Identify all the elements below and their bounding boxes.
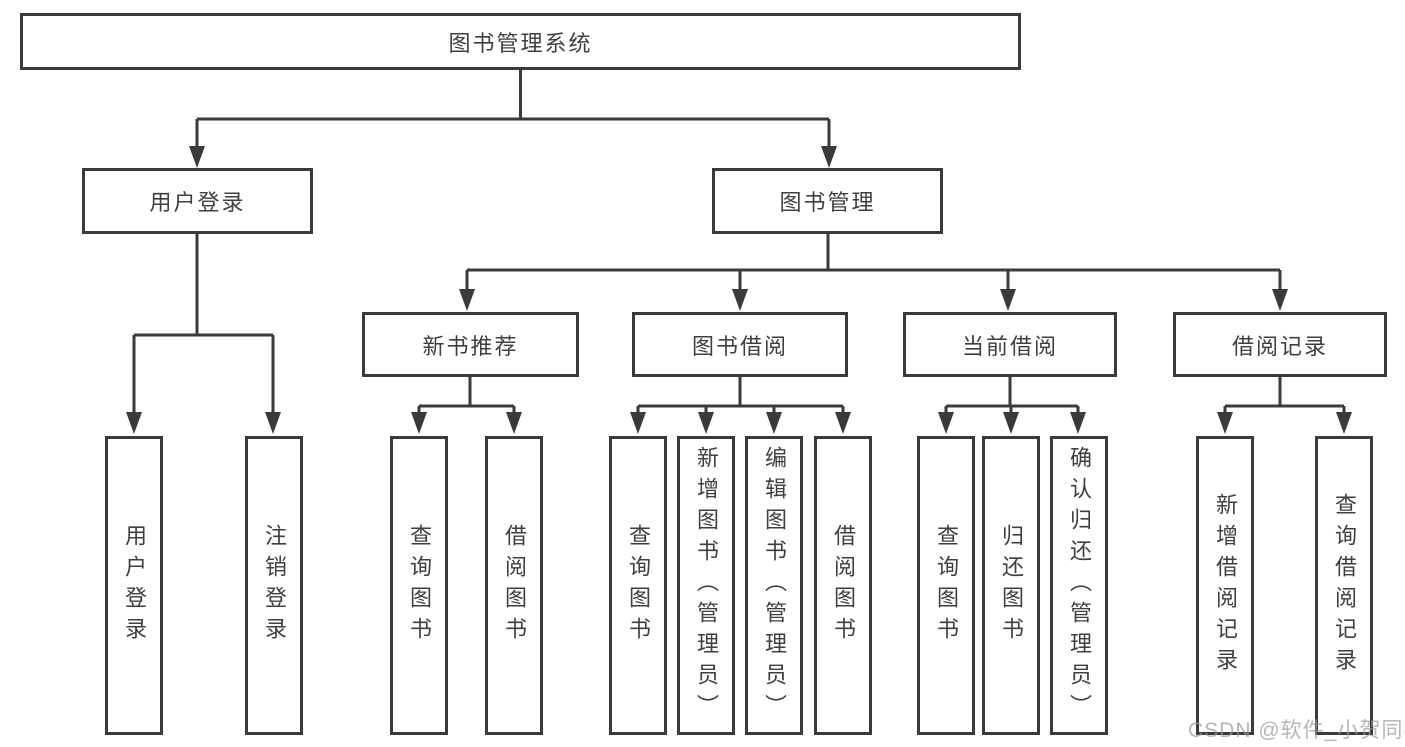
leaf-current-return-books: 归还图书	[982, 436, 1040, 735]
leaf-borrow-edit-books-admin: 编辑图书（管理员）	[745, 436, 803, 735]
node-book-borrowing: 图书借阅	[632, 312, 848, 377]
arrowheads	[126, 146, 1352, 434]
leaf-borrow-borrow-books: 借阅图书	[814, 436, 872, 735]
leaf-recommend-borrow-books: 借阅图书	[485, 436, 543, 735]
node-borrowing-records: 借阅记录	[1173, 312, 1387, 377]
leaf-current-confirm-return-admin: 确认归还（管理员）	[1050, 436, 1108, 735]
connector-path	[132, 69, 1346, 414]
node-new-book-recommend: 新书推荐	[362, 312, 579, 377]
leaf-borrow-query-books: 查询图书	[609, 436, 667, 735]
leaf-user-login: 用户登录	[105, 436, 163, 735]
leaf-logout: 注销登录	[245, 436, 303, 735]
csdn-watermark: CSDN @软件_小贺同学	[1188, 719, 1405, 742]
leaf-borrow-add-books-admin: 新增图书（管理员）	[677, 436, 735, 735]
leaf-current-query-books: 查询图书	[917, 436, 975, 735]
node-book-management: 图书管理	[712, 168, 943, 234]
node-current-borrowing: 当前借阅	[903, 312, 1117, 377]
node-root: 图书管理系统	[20, 13, 1021, 70]
leaf-records-query-record: 查询借阅记录	[1315, 436, 1373, 735]
leaf-records-add-record: 新增借阅记录	[1196, 436, 1254, 735]
node-user-login: 用户登录	[82, 168, 313, 234]
leaf-recommend-query-books: 查询图书	[390, 436, 448, 735]
